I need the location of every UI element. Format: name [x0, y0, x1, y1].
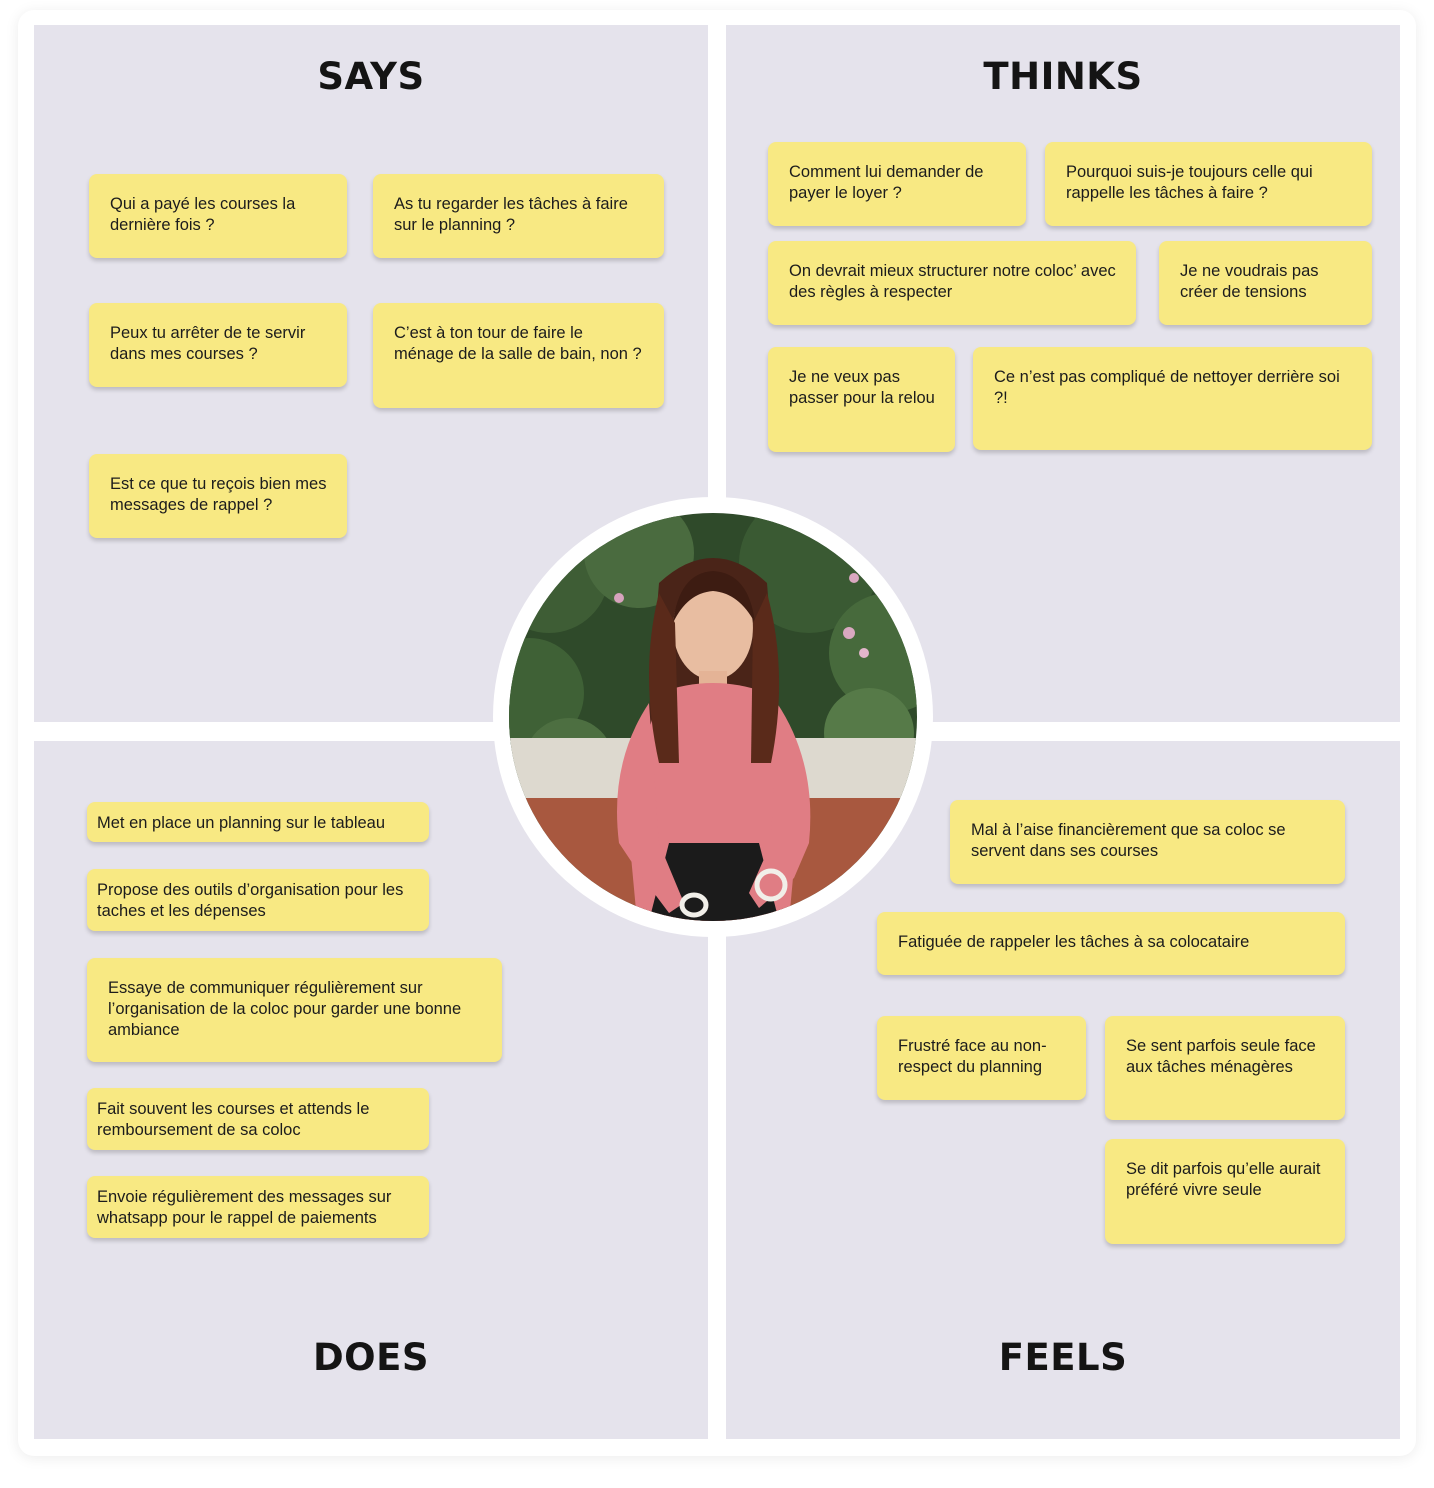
- says-note[interactable]: As tu regarder les tâches à faire sur le…: [373, 174, 664, 258]
- persona-photo: [509, 513, 917, 921]
- feels-note[interactable]: Mal à l’aise financièrement que sa coloc…: [950, 800, 1345, 884]
- thinks-title: THINKS: [983, 55, 1143, 98]
- does-note[interactable]: Fait souvent les courses et attends le r…: [87, 1088, 429, 1150]
- thinks-note[interactable]: On devrait mieux structurer notre coloc’…: [768, 241, 1136, 325]
- persona-portrait-frame: [493, 497, 933, 937]
- thinks-note[interactable]: Je ne voudrais pas créer de tensions: [1159, 241, 1372, 325]
- says-note[interactable]: C’est à ton tour de faire le ménage de l…: [373, 303, 664, 408]
- feels-note[interactable]: Fatiguée de rappeler les tâches à sa col…: [877, 912, 1345, 975]
- thinks-note[interactable]: Comment lui demander de payer le loyer ?: [768, 142, 1026, 226]
- does-note[interactable]: Met en place un planning sur le tableau: [87, 802, 429, 842]
- feels-note[interactable]: Se dit parfois qu’elle aurait préféré vi…: [1105, 1139, 1345, 1244]
- feels-title: FEELS: [998, 1336, 1128, 1379]
- says-note[interactable]: Peux tu arrêter de te servir dans mes co…: [89, 303, 347, 387]
- persona-photo-illustration: [509, 513, 917, 921]
- says-note[interactable]: Qui a payé les courses la dernière fois …: [89, 174, 347, 258]
- says-title: SAYS: [317, 55, 425, 98]
- says-note[interactable]: Est ce que tu reçois bien mes messages d…: [89, 454, 347, 538]
- feels-note[interactable]: Frustré face au non-respect du planning: [877, 1016, 1086, 1100]
- does-note[interactable]: Propose des outils d’organisation pour l…: [87, 869, 429, 931]
- thinks-note[interactable]: Ce n’est pas compliqué de nettoyer derri…: [973, 347, 1372, 450]
- does-note[interactable]: Essaye de communiquer régulièrement sur …: [87, 958, 502, 1062]
- does-note[interactable]: Envoie régulièrement des messages sur wh…: [87, 1176, 429, 1238]
- does-title: DOES: [312, 1336, 430, 1379]
- thinks-note[interactable]: Je ne veux pas passer pour la relou: [768, 347, 955, 452]
- feels-note[interactable]: Se sent parfois seule face aux tâches mé…: [1105, 1016, 1345, 1120]
- thinks-note[interactable]: Pourquoi suis-je toujours celle qui rapp…: [1045, 142, 1372, 226]
